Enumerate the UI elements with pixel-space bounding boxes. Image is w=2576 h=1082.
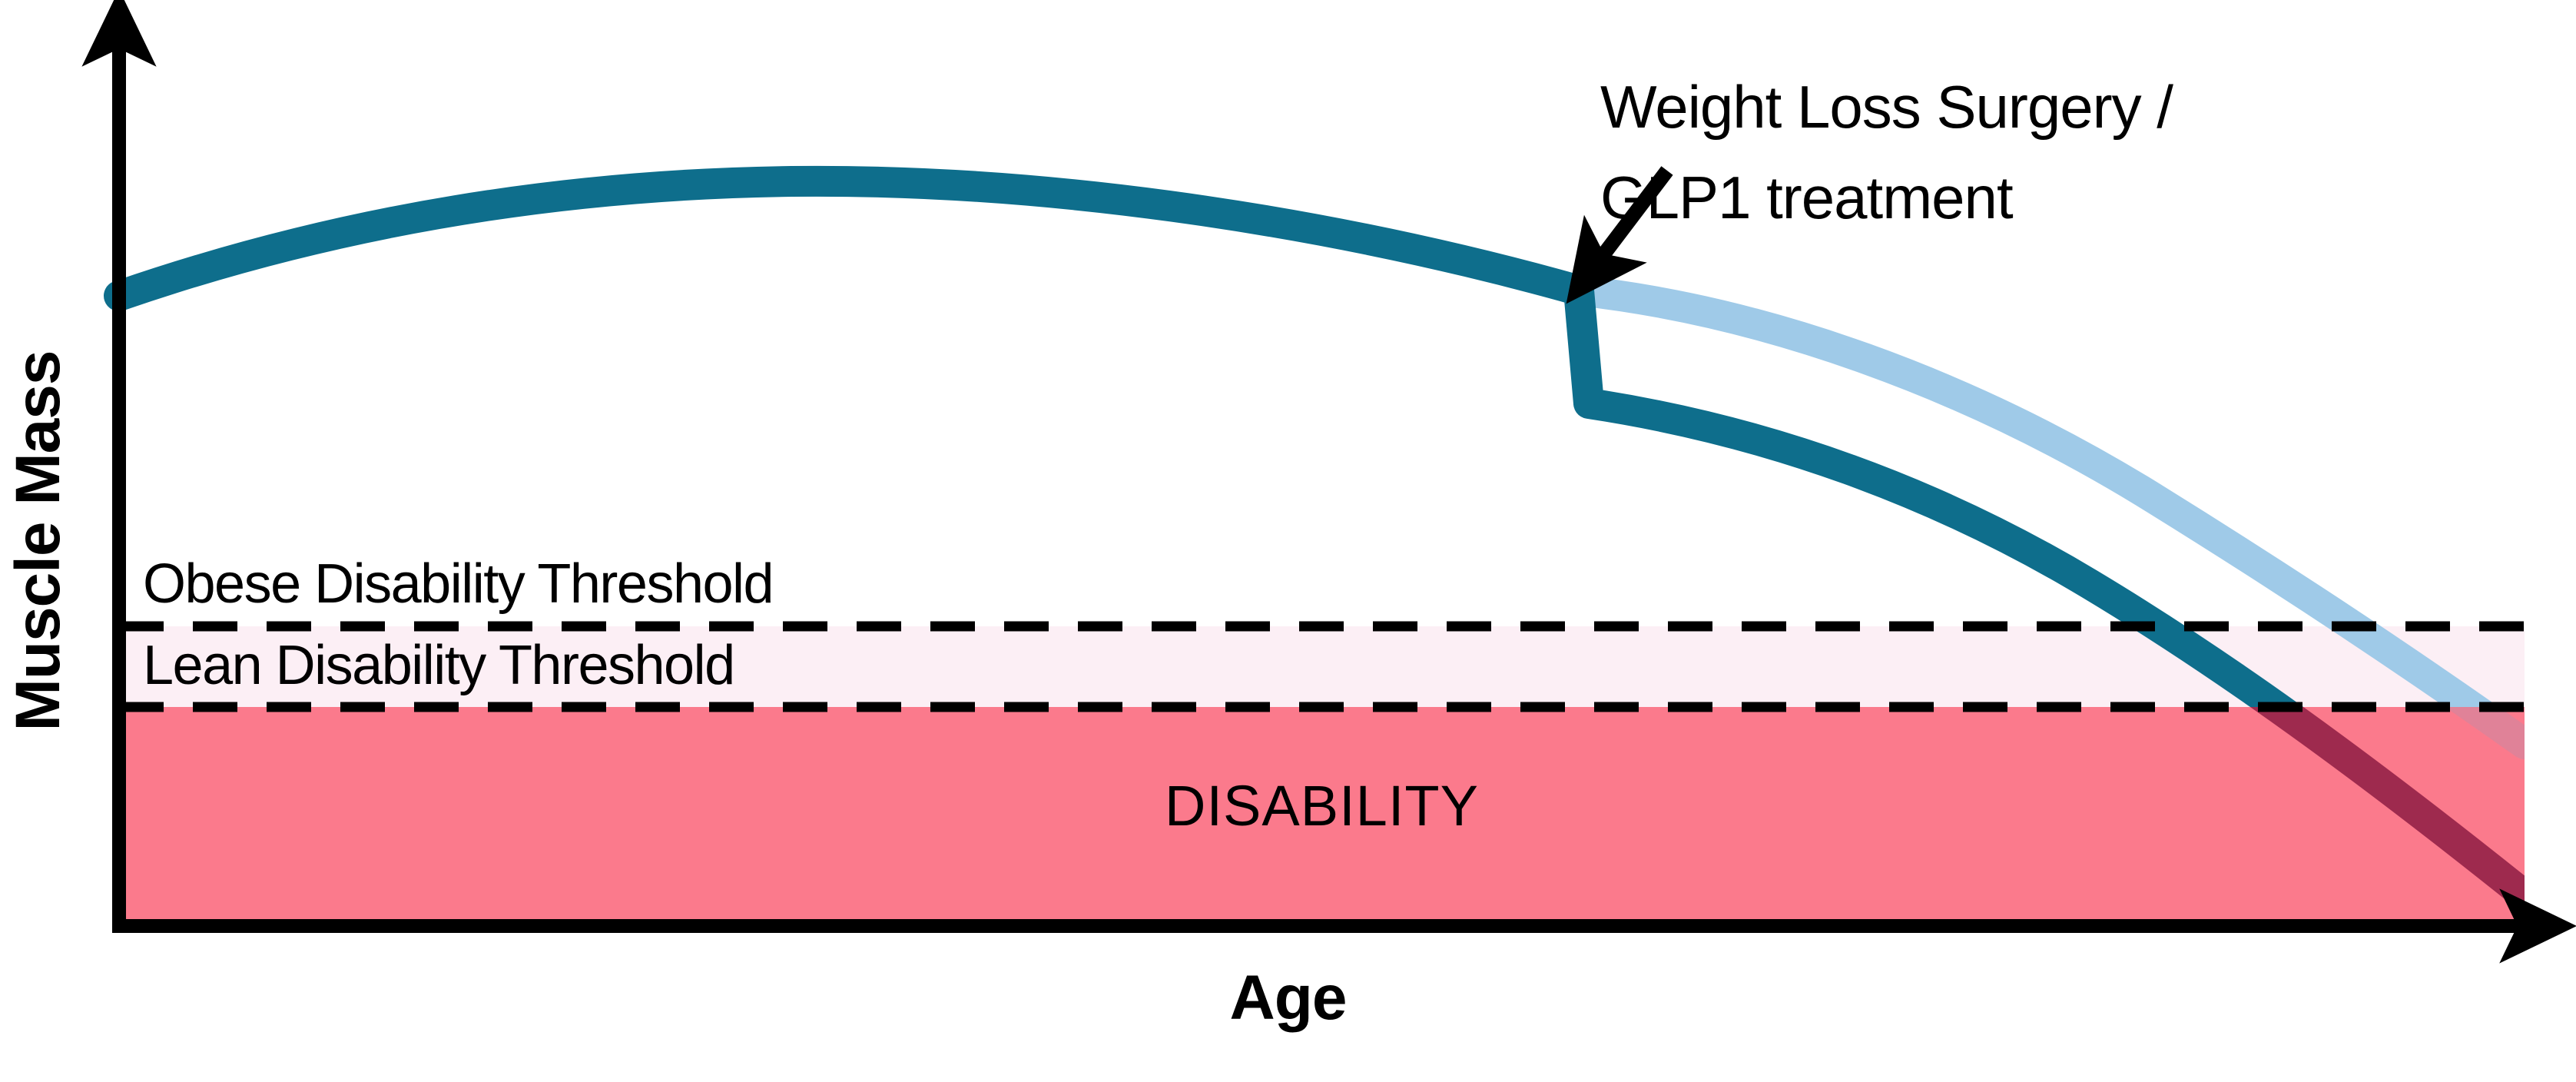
disability-band: [119, 707, 2525, 926]
lean-gap-band: [119, 626, 2525, 707]
untreated-trajectory-curve: [1563, 275, 2499, 707]
annotation-arrow-icon: [1566, 166, 1673, 304]
disability-region-label: DISABILITY: [1165, 774, 1479, 838]
x-axis-title: Age: [1229, 963, 1348, 1033]
obese-disability-threshold-label: Obese Disability Threshold: [143, 553, 774, 615]
baseline-muscle-mass-curve: [104, 165, 1594, 311]
intervention-annotation-line2: GLP1 treatment: [1600, 164, 2014, 231]
post-intervention-trajectory-curve-in-disability: [2249, 707, 2525, 911]
y-axis-title: Muscle Mass: [3, 350, 73, 732]
lean-disability-threshold-label: Lean Disability Threshold: [143, 635, 735, 696]
post-intervention-trajectory-curve: [1573, 388, 2304, 707]
intervention-drop-segment: [1563, 289, 1604, 405]
intervention-annotation-line1: Weight Loss Surgery /: [1600, 73, 2173, 141]
